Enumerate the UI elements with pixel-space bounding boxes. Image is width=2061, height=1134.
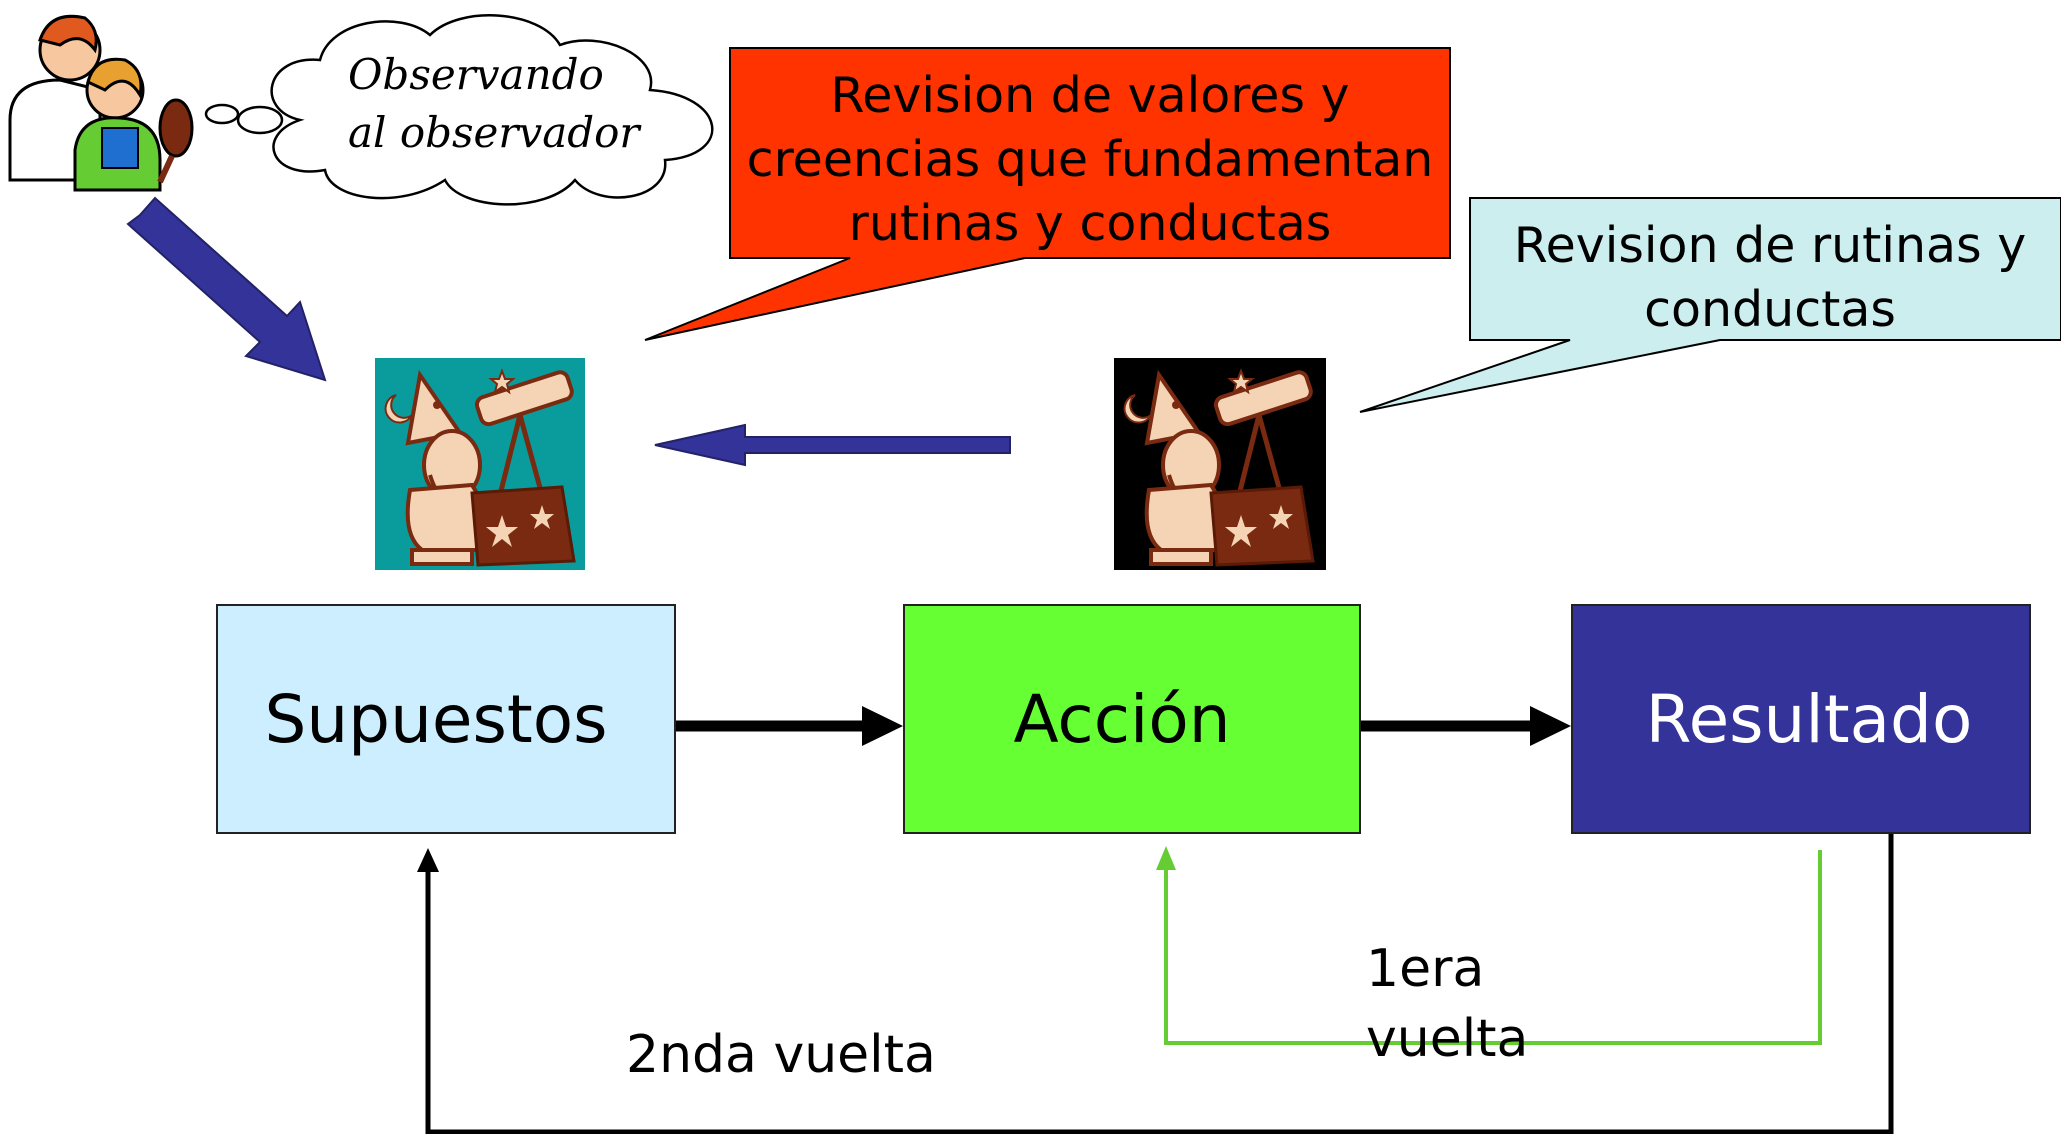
callout-routines-line-2: conductas [1644,281,1896,338]
resultado-label: Resultado [1645,680,1973,758]
thought-line-2: al observador [348,108,640,157]
callout-values-line-2: creencias que fundamentan [746,131,1434,188]
thought-line-1: Observando [348,50,604,99]
second-loop-label: 2nda vuelta [626,1025,936,1085]
reflection-arrow [654,423,1011,467]
observers-image [8,14,194,192]
first-loop-label: 1era vuelta [1366,934,1528,1074]
first-loop-line [1156,846,1822,1045]
second-loop-line [417,834,1894,1134]
thought-cloud [204,14,714,206]
resultado-box: Resultado [1571,604,2031,834]
callout-values-line-1: Revision de valores y [830,67,1350,124]
observer-arrow [126,196,327,382]
callout-routines-shape [1359,197,2061,413]
supuestos-box: Supuestos [216,604,676,834]
arrow-supuestos-accion [676,706,903,746]
astronomer-teal-image [375,358,585,570]
callout-values-line-3: rutinas y conductas [848,195,1332,252]
callout-values-text: Revision de valores y creencias que fund… [730,64,1450,256]
callout-values-shape [644,47,1451,341]
first-loop-line-1: 1era [1366,939,1485,999]
first-loop-line-2: vuelta [1366,1009,1529,1069]
callout-routines-line-1: Revision de rutinas y [1513,217,2027,274]
callout-routines-text: Revision de rutinas y conductas [1480,214,2060,342]
accion-label: Acción [1013,680,1231,758]
supuestos-label: Supuestos [264,680,608,758]
accion-box: Acción [903,604,1361,834]
arrow-accion-resultado [1361,706,1571,746]
astronomer-black-image [1114,358,1326,570]
